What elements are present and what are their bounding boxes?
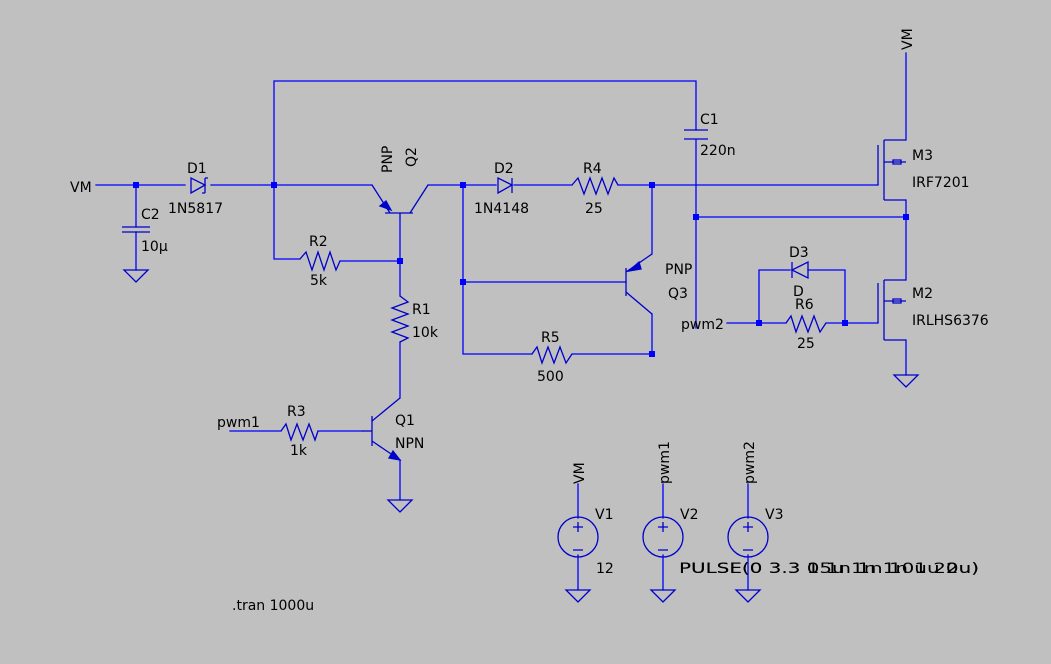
- c1-value-label: 220n: [700, 143, 736, 159]
- d1-value-label: 1N5817: [168, 201, 223, 217]
- c1-ref-label: C1: [700, 112, 719, 128]
- wire-q2-emitter: [427, 184, 653, 355]
- spice-directive[interactable]: .tran 1000u: [232, 598, 314, 614]
- r3-ref-label: R3: [287, 404, 306, 420]
- m2-value-label: IRLHS6376: [912, 313, 989, 329]
- d3-ref-label: D3: [789, 245, 809, 261]
- r5-resistor-symbol[interactable]: [531, 345, 573, 366]
- r5-value-label: 500: [537, 369, 564, 385]
- wires: [95, 52, 907, 591]
- r3-resistor-symbol[interactable]: [280, 422, 319, 443]
- d3-value-label: D: [793, 284, 804, 300]
- junctions: [133, 182, 909, 357]
- r3-value-label: 1k: [290, 443, 308, 459]
- ground-icon: [649, 589, 677, 603]
- v2-ref-label: V2: [680, 507, 698, 523]
- ground-icon: [386, 499, 414, 513]
- net-label-vm: VM: [70, 180, 92, 196]
- v1-ref-label: V1: [595, 507, 613, 523]
- junction: [460, 279, 466, 285]
- r1-resistor-symbol[interactable]: [390, 295, 410, 343]
- r2-ref-label: R2: [309, 234, 328, 250]
- c2-capacitor-symbol[interactable]: [122, 226, 150, 233]
- v3-value-label: PULSE(0 3.3 15u 1n 1n 1u 2u): [679, 561, 979, 577]
- v2-value-label: PULSE(0 3.3 0 1n 1n 10u 20u): [679, 561, 979, 577]
- m3-value-label: IRF7201: [912, 175, 970, 191]
- q1-ref-label: Q1: [395, 413, 415, 429]
- d3-diode-symbol[interactable]: [790, 260, 809, 280]
- q2-ref-label: Q2: [404, 147, 420, 167]
- m3-mosfet-symbol[interactable]: [877, 139, 906, 201]
- junction: [271, 182, 277, 188]
- d1-diode-symbol[interactable]: [190, 176, 208, 195]
- ground-icon: [734, 589, 762, 603]
- d2-ref-label: D2: [494, 161, 514, 177]
- r6-value-label: 25: [797, 336, 815, 352]
- d2-value-label: 1N4148: [474, 201, 529, 217]
- r1-ref-label: R1: [412, 302, 431, 318]
- d1-ref-label: D1: [187, 161, 207, 177]
- r6-resistor-symbol[interactable]: [785, 314, 827, 335]
- r2-value-label: 5k: [310, 273, 328, 289]
- v1-value-label: 12: [596, 561, 614, 577]
- c2-value-label: 10µ: [141, 239, 168, 255]
- q1-npn-transistor-symbol[interactable]: [362, 397, 402, 461]
- junction: [756, 320, 762, 326]
- r6-ref-label: R6: [795, 297, 814, 313]
- r4-ref-label: R4: [583, 161, 602, 177]
- net-label-pwm2-v3: pwm2: [742, 441, 758, 484]
- junction: [842, 320, 848, 326]
- v3-ref-label: V3: [765, 507, 783, 523]
- r1-value-label: 10k: [412, 325, 439, 341]
- junction: [649, 351, 655, 357]
- wire-d3-loop: [758, 269, 846, 324]
- junction: [460, 182, 466, 188]
- m3-ref-label: M3: [912, 148, 933, 164]
- q2-pnp-transistor-symbol[interactable]: [371, 184, 429, 218]
- net-label-vm-m3: VM: [900, 28, 916, 50]
- m2-ref-label: M2: [912, 286, 933, 302]
- r2-resistor-symbol[interactable]: [299, 249, 341, 273]
- junction: [649, 182, 655, 188]
- ground-icon: [892, 374, 920, 388]
- r4-value-label: 25: [585, 201, 603, 217]
- r4-resistor-symbol[interactable]: [571, 176, 619, 196]
- junction: [693, 214, 699, 220]
- junction: [397, 258, 403, 264]
- v1-voltage-source-symbol[interactable]: [557, 516, 599, 558]
- junction: [903, 214, 909, 220]
- m2-mosfet-symbol[interactable]: [877, 279, 906, 341]
- r5-ref-label: R5: [541, 330, 560, 346]
- c2-ref-label: C2: [141, 207, 160, 223]
- q3-ref-label: Q3: [668, 286, 688, 302]
- v2-voltage-source-symbol[interactable]: [642, 516, 684, 558]
- net-label-pwm1: pwm1: [217, 415, 260, 431]
- net-label-pwm2: pwm2: [681, 317, 724, 333]
- ground-icon: [122, 269, 150, 283]
- q1-value-label: NPN: [395, 436, 424, 452]
- q3-pnp-transistor-symbol[interactable]: [625, 253, 653, 315]
- junction: [133, 182, 139, 188]
- d2-diode-symbol[interactable]: [497, 176, 514, 195]
- ground-icon: [564, 589, 592, 603]
- wire-top-loop: [273, 80, 697, 329]
- q3-value-label: PNP: [665, 262, 692, 278]
- q2-value-label: PNP: [380, 146, 396, 173]
- net-label-vm-v1: VM: [572, 462, 588, 484]
- c1-capacitor-symbol[interactable]: [684, 129, 708, 140]
- v3-voltage-source-symbol[interactable]: [727, 516, 769, 558]
- net-label-pwm1-v2: pwm1: [657, 441, 673, 484]
